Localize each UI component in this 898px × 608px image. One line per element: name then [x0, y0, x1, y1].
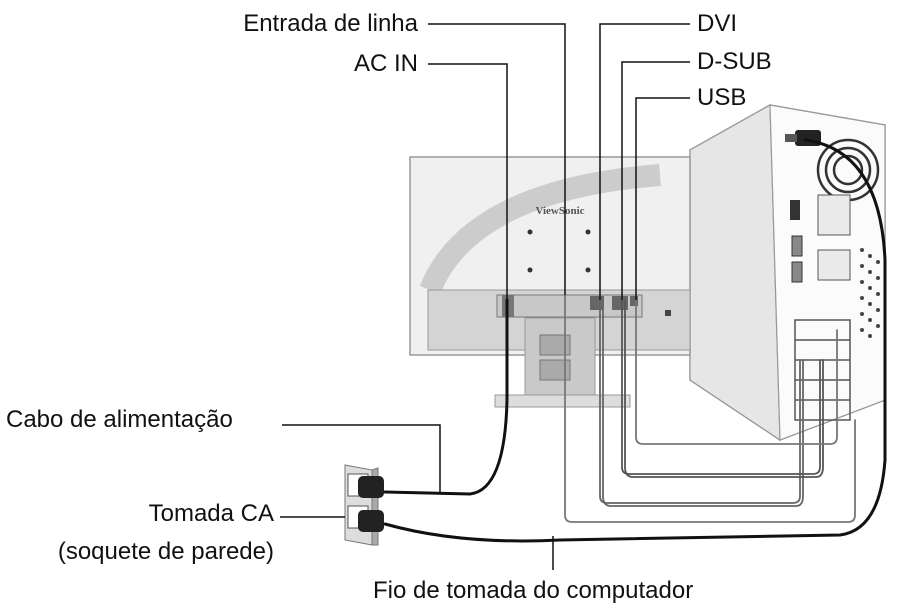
label-ac-in: AC IN	[353, 50, 418, 77]
label-line-in: Entrada de linha	[243, 10, 418, 37]
label-usb: USB	[697, 84, 747, 111]
vesa-screw-holes	[527, 229, 591, 273]
leader-lines	[280, 23, 690, 570]
vent-holes	[860, 248, 880, 338]
label-power-cable: Cabo de alimentação	[6, 406, 233, 433]
brand-logo: ViewSonic	[535, 205, 584, 217]
plug-icon	[358, 476, 384, 498]
label-d-sub: D-SUB	[697, 48, 772, 75]
monitor: ViewSonic	[409, 156, 691, 408]
cables	[383, 138, 887, 543]
label-outlet: Tomada CA	[148, 500, 274, 527]
plug-icon	[358, 510, 384, 532]
label-outlet-sub: (soquete de parede)	[57, 538, 274, 565]
wall-outlet	[344, 464, 384, 546]
label-computer-power-cord: Fio de tomada do computador	[373, 577, 694, 604]
computer-tower	[689, 103, 886, 442]
label-dvi: DVI	[697, 10, 738, 37]
